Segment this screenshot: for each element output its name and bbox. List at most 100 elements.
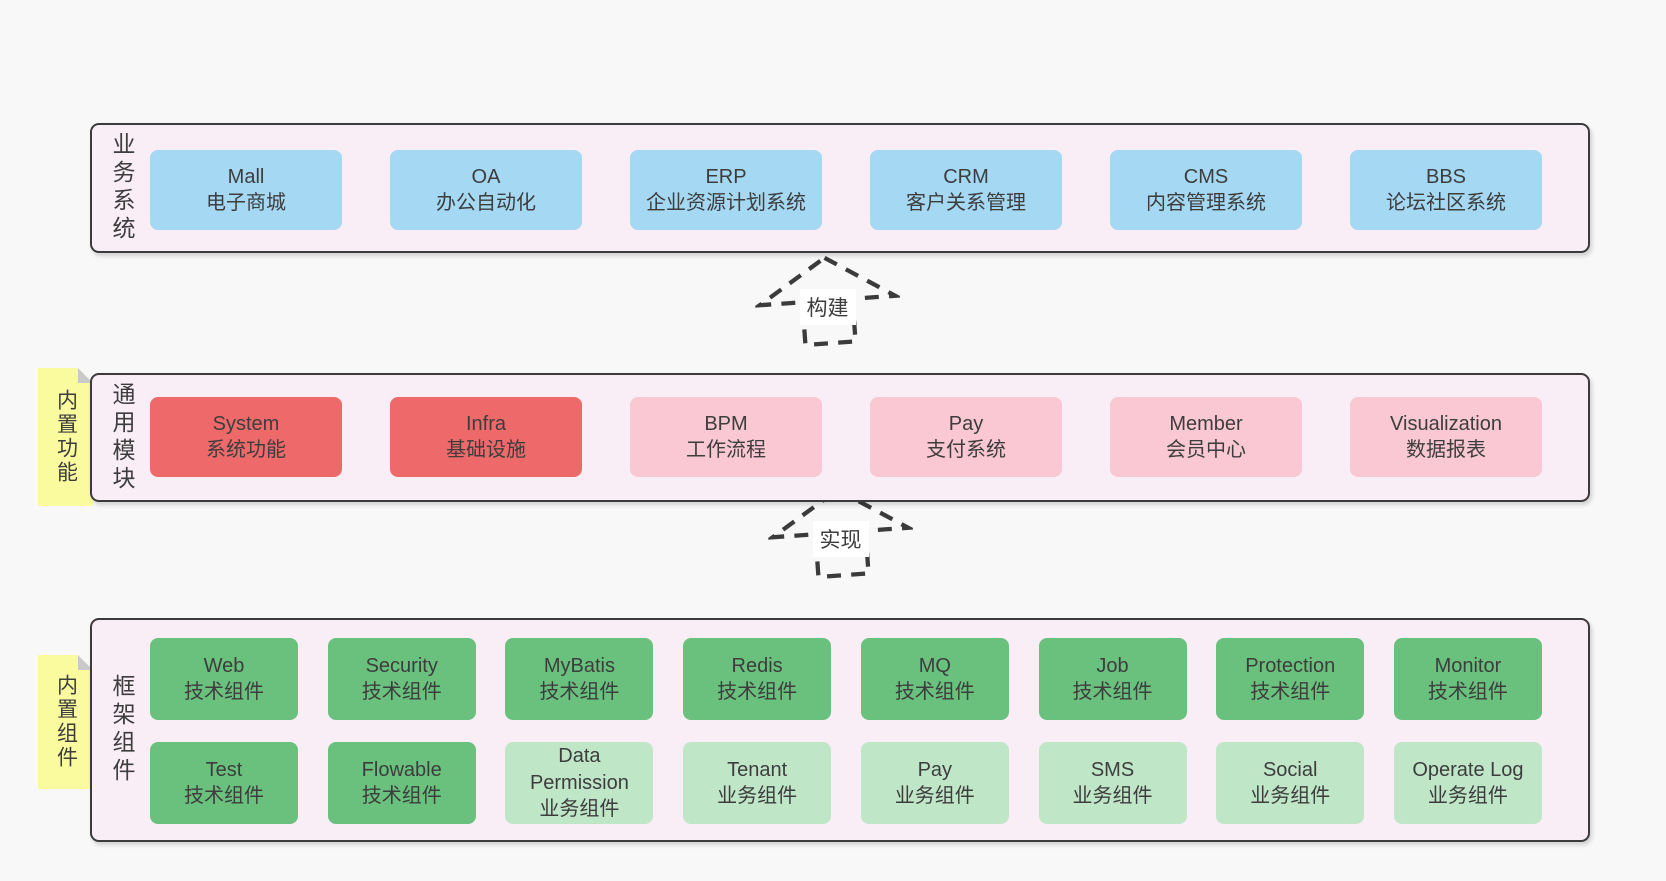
module-box: System 系统功能	[150, 397, 342, 477]
box-title: OA	[471, 165, 501, 188]
build-arrow: 构建	[752, 254, 903, 348]
framework-components-row-1: Web 技术组件 Security 技术组件 MyBatis 技术组件 Redi…	[150, 638, 1542, 720]
box-subtitle: 办公自动化	[436, 192, 536, 214]
box-title: Job	[1096, 654, 1129, 677]
box-subtitle: 系统功能	[206, 439, 286, 461]
box-subtitle: 技术组件	[361, 785, 442, 807]
up-arrow-icon	[765, 487, 916, 580]
box-title: SMS	[1090, 758, 1135, 781]
business-system-box: CMS 内容管理系统	[1110, 150, 1302, 230]
business-systems-row: Mall 电子商城 OA 办公自动化 ERP 企业资源计划系统 CRM 客户关系…	[150, 150, 1542, 230]
box-title: Data Permission	[529, 745, 629, 794]
component-box: Flowable 技术组件	[327, 742, 476, 824]
box-title: Operate Log	[1412, 758, 1524, 781]
box-title: ERP	[705, 165, 747, 188]
box-subtitle: 内容管理系统	[1146, 192, 1266, 214]
up-arrow-icon	[752, 255, 903, 348]
box-subtitle: 论坛社区系统	[1386, 192, 1506, 214]
built-in-features-note-label: 内置功能	[54, 389, 78, 485]
component-box: Protection 技术组件	[1216, 638, 1365, 720]
box-subtitle: 业务组件	[1072, 785, 1153, 807]
component-box: Social 业务组件	[1216, 742, 1365, 824]
box-subtitle: 技术组件	[894, 681, 975, 703]
component-box: Operate Log 业务组件	[1393, 742, 1542, 824]
box-title: Pay	[917, 758, 953, 781]
module-box: Visualization 数据报表	[1350, 397, 1542, 477]
business-system-box: BBS 论坛社区系统	[1350, 150, 1542, 230]
box-title: MyBatis	[543, 654, 615, 677]
component-box: Tenant 业务组件	[683, 742, 832, 824]
module-box: BPM 工作流程	[630, 397, 822, 477]
component-box: Pay 业务组件	[860, 742, 1009, 824]
box-title: Web	[203, 654, 245, 677]
box-subtitle: 技术组件	[184, 785, 264, 807]
box-title: Monitor	[1434, 654, 1502, 677]
common-modules-panel: 通用模块 System 系统功能 Infra 基础设施 BPM 工作流程 Pay…	[90, 373, 1590, 502]
component-box: MyBatis 技术组件	[505, 638, 654, 720]
box-title: Flowable	[361, 758, 442, 781]
box-subtitle: 业务组件	[717, 785, 798, 807]
built-in-components-note: 内置组件	[38, 655, 93, 789]
component-box: SMS 业务组件	[1038, 742, 1187, 824]
module-box: Pay 支付系统	[870, 397, 1062, 477]
framework-components-row-2: Test 技术组件 Flowable 技术组件 Data Permission …	[150, 742, 1542, 824]
box-title: Security	[365, 654, 438, 677]
built-in-features-note: 内置功能	[38, 368, 93, 506]
box-title: CRM	[943, 165, 989, 188]
built-in-components-note-label: 内置组件	[54, 674, 78, 770]
component-box: Data Permission 业务组件	[505, 742, 654, 824]
implement-arrow: 实现	[765, 486, 916, 580]
box-subtitle: 工作流程	[686, 439, 766, 461]
framework-components-panel: 框架组件 Web 技术组件 Security 技术组件 MyBatis 技术组件…	[90, 618, 1590, 842]
box-title: BBS	[1425, 165, 1467, 188]
implement-arrow-label: 实现	[812, 521, 869, 557]
box-subtitle: 技术组件	[1250, 681, 1331, 703]
business-system-box: OA 办公自动化	[390, 150, 582, 230]
box-title: Visualization	[1390, 412, 1502, 435]
box-subtitle: 数据报表	[1406, 439, 1486, 461]
module-box: Member 会员中心	[1110, 397, 1302, 477]
box-subtitle: 技术组件	[1427, 681, 1508, 703]
box-title: Test	[205, 758, 243, 781]
box-title: Social	[1262, 758, 1318, 781]
box-subtitle: 技术组件	[1072, 681, 1153, 703]
box-subtitle: 业务组件	[894, 785, 975, 807]
box-subtitle: 业务组件	[1427, 785, 1508, 807]
box-title: BPM	[704, 412, 748, 435]
component-box: Security 技术组件	[327, 638, 476, 720]
box-subtitle: 技术组件	[717, 681, 798, 703]
component-box: Web 技术组件	[150, 638, 298, 720]
box-subtitle: 企业资源计划系统	[646, 192, 806, 214]
build-arrow-label: 构建	[799, 289, 856, 325]
business-system-box: ERP 企业资源计划系统	[630, 150, 822, 230]
box-subtitle: 技术组件	[539, 681, 620, 703]
box-subtitle: 技术组件	[361, 681, 442, 703]
box-title: Member	[1169, 412, 1243, 435]
component-box: Redis 技术组件	[683, 638, 832, 720]
box-subtitle: 电子商城	[206, 192, 286, 214]
box-title: System	[212, 412, 280, 435]
box-subtitle: 支付系统	[926, 439, 1006, 461]
box-subtitle: 会员中心	[1166, 439, 1246, 461]
component-box: MQ 技术组件	[860, 638, 1009, 720]
common-modules-vertical-label: 通用模块	[109, 381, 135, 494]
box-title: CMS	[1183, 165, 1229, 188]
box-title: Protection	[1245, 654, 1336, 677]
business-systems-panel: 业务系统 Mall 电子商城 OA 办公自动化 ERP 企业资源计划系统 CRM…	[90, 123, 1590, 253]
box-subtitle: 技术组件	[184, 681, 264, 703]
box-title: Mall	[227, 165, 265, 188]
component-box: Monitor 技术组件	[1393, 638, 1542, 720]
common-modules-row: System 系统功能 Infra 基础设施 BPM 工作流程 Pay 支付系统…	[150, 397, 1542, 477]
box-title: Infra	[465, 412, 507, 435]
box-title: MQ	[918, 654, 951, 677]
module-box: Infra 基础设施	[390, 397, 582, 477]
component-box: Test 技术组件	[150, 742, 298, 824]
box-subtitle: 业务组件	[539, 798, 620, 821]
box-title: Tenant	[727, 758, 788, 781]
business-systems-vertical-label: 业务系统	[109, 132, 135, 244]
component-box: Job 技术组件	[1038, 638, 1187, 720]
box-subtitle: 客户关系管理	[906, 192, 1026, 214]
box-title: Pay	[948, 412, 984, 435]
framework-components-vertical-label: 框架组件	[109, 674, 135, 786]
